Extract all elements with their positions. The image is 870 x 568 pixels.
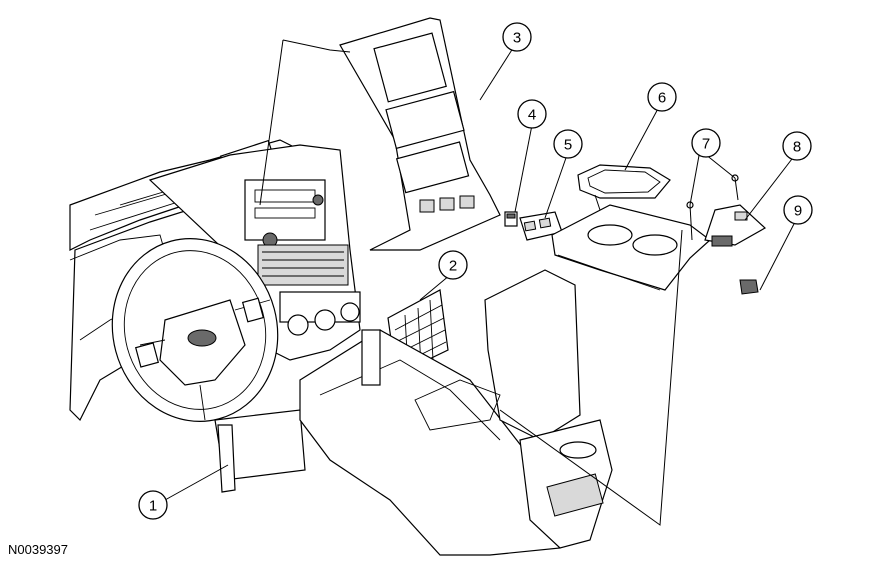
callout-3-label: 3 xyxy=(513,30,521,47)
figure-reference-code: N0039397 xyxy=(8,542,68,557)
connector-part-9 xyxy=(739,279,759,295)
callout-2-label: 2 xyxy=(449,258,457,275)
callout-7: 7 xyxy=(691,128,721,158)
callout-4: 4 xyxy=(517,99,547,129)
callout-1: 1 xyxy=(138,490,168,520)
callout-4-label: 4 xyxy=(528,107,536,124)
console-tray xyxy=(551,204,711,291)
callout-7-label: 7 xyxy=(702,136,710,153)
steering-column-trim xyxy=(214,409,306,493)
cupholder-bezel-part-6 xyxy=(577,164,671,199)
switch-part-4 xyxy=(504,211,518,227)
center-stack xyxy=(148,144,361,361)
bracket-part-8 xyxy=(704,204,767,247)
switch-block-part-5 xyxy=(519,211,563,241)
callout-2: 2 xyxy=(438,250,468,280)
center-bezel-trim xyxy=(339,17,501,251)
callout-8: 8 xyxy=(782,131,812,161)
callout-3: 3 xyxy=(502,22,532,52)
steering-wheel xyxy=(111,238,279,422)
floor-console xyxy=(299,269,613,556)
callout-8-label: 8 xyxy=(793,139,801,156)
callout-5: 5 xyxy=(553,129,583,159)
callout-9-label: 9 xyxy=(794,203,802,220)
callout-6: 6 xyxy=(647,82,677,112)
callout-5-label: 5 xyxy=(564,137,572,154)
callout-1-label: 1 xyxy=(149,498,157,515)
callout-6-label: 6 xyxy=(658,90,666,107)
callout-9: 9 xyxy=(783,195,813,225)
